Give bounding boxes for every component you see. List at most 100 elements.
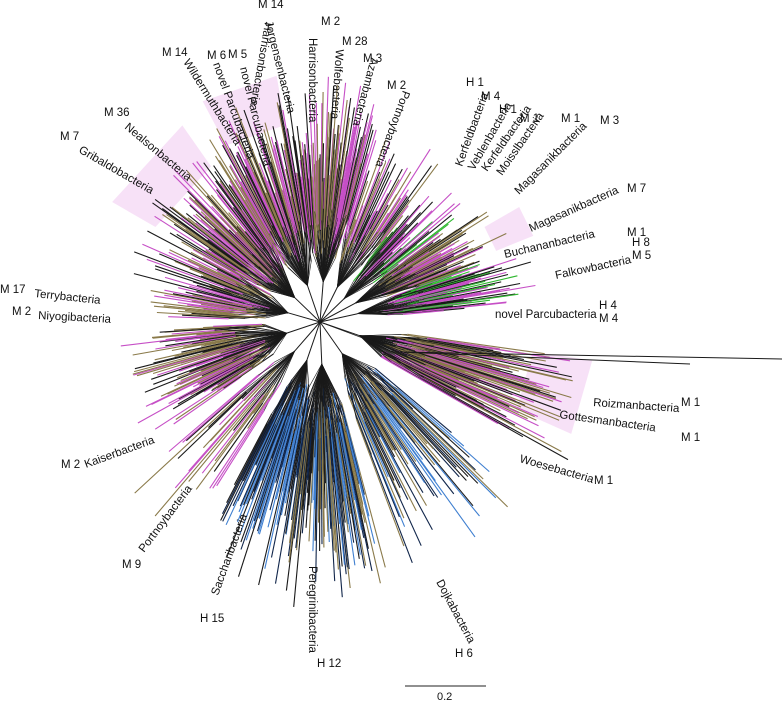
leaf-branch <box>352 382 433 531</box>
leaf-branch <box>364 251 393 280</box>
leaf-branch <box>355 418 405 547</box>
leaf-branch <box>260 136 296 246</box>
leaf-branch <box>323 76 329 209</box>
leaf-branch <box>248 148 286 238</box>
internal-branch <box>336 230 373 288</box>
clade-count-kerfeldbacteria-2: M 1 <box>520 113 539 125</box>
leaf-branch <box>341 425 373 572</box>
leaf-branch <box>214 228 275 283</box>
clade-count-portnoybacteria-top-2: M 2 <box>387 80 406 92</box>
internal-branch <box>306 363 323 426</box>
internal-branch <box>309 363 323 438</box>
leaf-branch <box>269 408 298 511</box>
leaf-branch <box>290 398 310 520</box>
leaf-branch <box>172 359 256 410</box>
leaf-branch <box>265 192 292 254</box>
internal-branch <box>289 217 308 286</box>
leaf-branch <box>335 397 369 549</box>
leaf-branch <box>256 388 301 532</box>
leaf-branch <box>173 174 253 255</box>
leaf-branch <box>285 437 302 534</box>
leaf-branch <box>402 352 513 396</box>
leaf-branch <box>165 334 234 347</box>
leaf-branch <box>418 273 509 298</box>
tree-branches-layer <box>120 76 783 607</box>
clade-label-peregrinibacteria: Peregrinibacteria <box>306 566 318 654</box>
leaf-branch <box>225 405 282 526</box>
leaf-branch <box>364 421 422 546</box>
clade-count-woesebacteria: M 1 <box>594 475 613 487</box>
leaf-branch <box>267 167 294 243</box>
leaf-branch <box>219 183 281 268</box>
leaf-branch <box>330 424 348 568</box>
leaf-branch <box>328 133 340 228</box>
leaf-branch <box>216 128 275 237</box>
leaf-branch <box>407 264 461 288</box>
internal-branch <box>286 321 321 334</box>
leaf-branch <box>212 353 270 390</box>
leaf-branch <box>174 343 228 357</box>
leaf-branch <box>423 281 502 300</box>
leaf-branch <box>147 230 240 280</box>
leaf-branch <box>418 263 480 287</box>
leaf-branch <box>359 179 392 243</box>
leaf-branch <box>150 301 256 315</box>
leaf-branch <box>364 370 467 481</box>
clade-count-moisslbacteria: M 1 <box>561 113 580 125</box>
leaf-branch <box>396 344 544 389</box>
leaf-branch <box>406 355 478 384</box>
leaf-branch <box>342 416 376 544</box>
internal-branch <box>239 275 289 314</box>
leaf-branch <box>345 173 367 240</box>
leaf-branch <box>195 222 271 283</box>
leaf-branch <box>188 399 257 482</box>
leaf-branch <box>305 132 316 254</box>
internal-branch <box>341 353 357 419</box>
leaf-branch <box>229 164 270 234</box>
leaf-branch <box>374 367 452 434</box>
leaf-branch <box>133 344 241 376</box>
leaf-branch <box>378 233 463 286</box>
leaf-branch <box>381 223 407 253</box>
leaf-branch <box>239 122 287 238</box>
internal-branch <box>319 302 356 323</box>
leaf-branch <box>410 287 462 301</box>
leaf-branch <box>195 341 266 367</box>
internal-branch <box>265 247 296 298</box>
leaf-branch <box>236 231 282 281</box>
internal-branch <box>341 353 365 413</box>
leaf-branch <box>376 373 470 458</box>
leaf-branch <box>299 140 312 241</box>
leaf-branch <box>407 356 561 418</box>
internal-branch <box>343 280 354 300</box>
leaf-branch <box>202 368 278 449</box>
leaf-branch <box>191 312 258 319</box>
internal-branch <box>341 353 368 367</box>
leaf-branch <box>406 294 453 306</box>
internal-branch <box>319 298 345 323</box>
clade-count-saccharibacteria: H 15 <box>200 613 224 625</box>
leaf-branch <box>381 232 467 285</box>
leaf-branch <box>358 171 390 238</box>
leaf-branch <box>181 241 247 280</box>
leaf-branch <box>409 243 455 271</box>
internal-branch <box>230 293 289 314</box>
leaf-branch <box>245 166 294 266</box>
leaf-branch <box>192 249 240 277</box>
leaf-branch <box>406 365 507 418</box>
leaf-branch <box>214 392 267 462</box>
leaf-branch <box>415 247 468 275</box>
leaf-branch <box>276 140 299 231</box>
internal-branch <box>268 245 296 298</box>
leaf-branch <box>315 160 319 231</box>
internal-branch <box>300 363 323 435</box>
leaf-branch <box>203 162 267 249</box>
leaf-branch <box>328 439 343 598</box>
leaf-branch <box>328 407 346 565</box>
leaf-branch <box>380 390 434 450</box>
leaf-branch <box>371 196 408 248</box>
internal-branch <box>306 360 309 385</box>
leaf-branch <box>352 372 402 450</box>
leaf-branch <box>161 208 258 278</box>
leaf-branch <box>381 380 476 471</box>
